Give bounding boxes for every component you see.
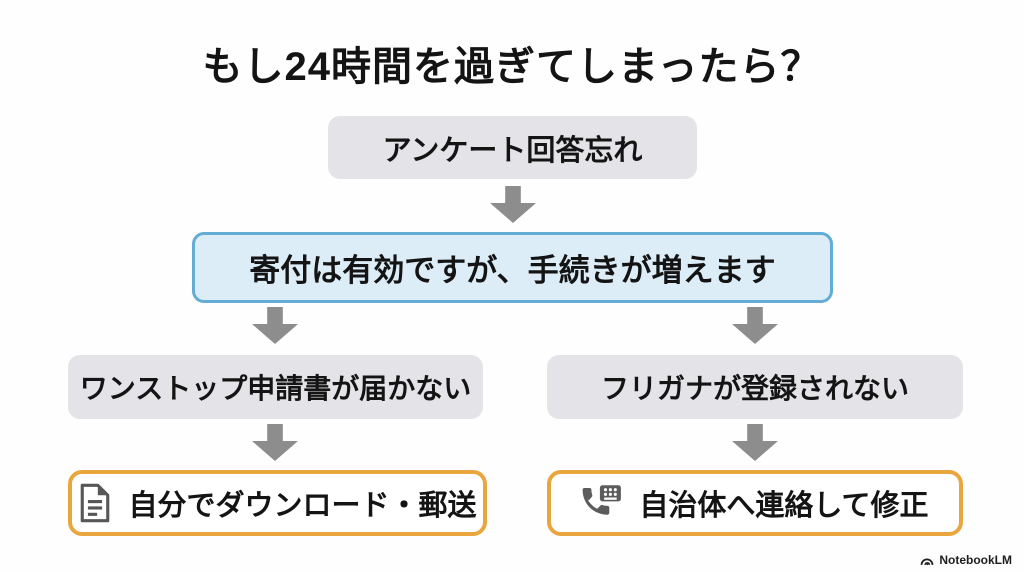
arrow-down-icon — [732, 307, 778, 344]
watermark-label: NotebookLM — [939, 553, 1012, 567]
arrow-down-icon — [252, 307, 298, 344]
node-solution-left: 自分でダウンロード・郵送 — [68, 470, 487, 536]
watermark: NotebookLM — [920, 553, 1012, 567]
arrow-down-icon — [490, 186, 536, 223]
node-problem-right-label: フリガナが登録されない — [600, 373, 909, 404]
node-main-label: 寄付は有効ですが、手続きが増えます — [249, 253, 776, 288]
node-solution-right-label: 自治体へ連絡して修正 — [639, 490, 929, 522]
node-solution-right: 自治体へ連絡して修正 — [547, 470, 963, 536]
node-problem-left: ワンストップ申請書が届かない — [68, 355, 483, 419]
notebooklm-logo-icon — [920, 555, 934, 566]
node-main-note: 寄付は有効ですが、手続きが増えます — [192, 232, 833, 303]
arrow-down-icon — [252, 424, 298, 461]
phone-icon — [581, 484, 623, 522]
node-start-label: アンケート回答忘れ — [382, 134, 643, 167]
node-problem-left-label: ワンストップ申請書が届かない — [79, 373, 472, 404]
node-start: アンケート回答忘れ — [328, 116, 697, 179]
page-title: もし24時間を過ぎてしまったら？ — [202, 45, 822, 89]
arrow-down-icon — [732, 424, 778, 461]
node-solution-left-label: 自分でダウンロード・郵送 — [128, 490, 477, 522]
node-problem-right: フリガナが登録されない — [547, 355, 963, 419]
document-icon — [78, 483, 112, 523]
